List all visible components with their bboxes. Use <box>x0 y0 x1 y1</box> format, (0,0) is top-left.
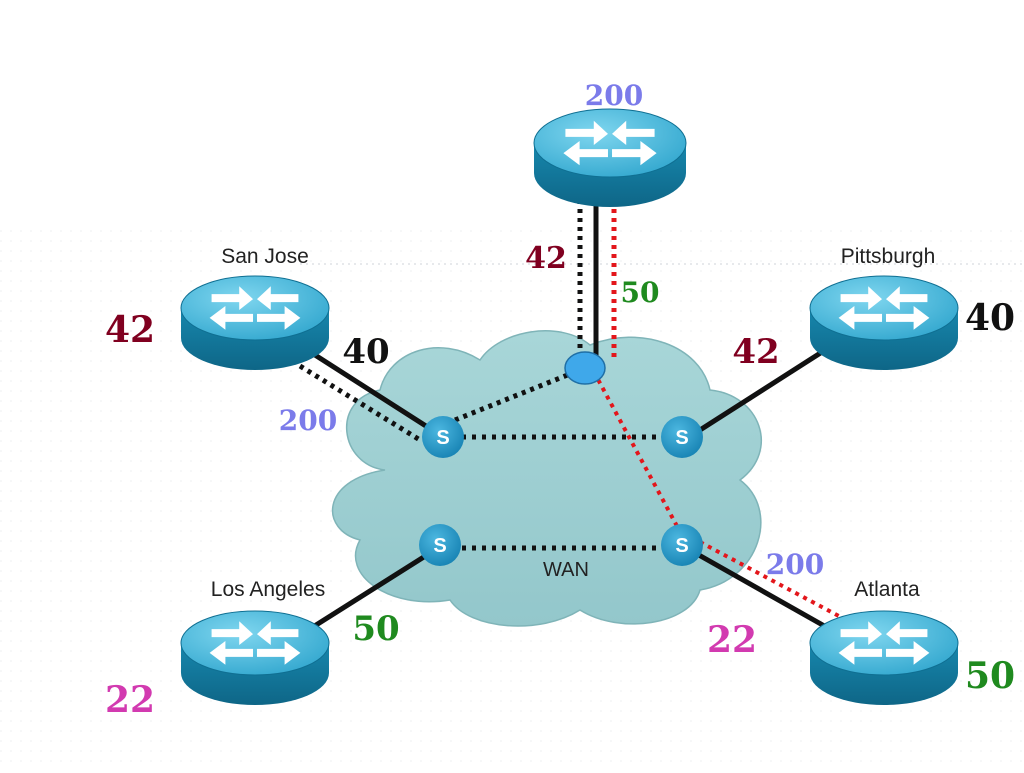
arrow-shape <box>612 140 657 166</box>
arrow-shape <box>256 621 299 645</box>
metric-pittsburgh-right: 40 <box>965 297 1015 339</box>
arrow-shape <box>209 641 254 665</box>
arrow-shape <box>256 641 301 665</box>
router-label-pittsburgh: Pittsburgh <box>841 245 936 268</box>
san-jose-dotted-path <box>298 363 422 443</box>
router-top <box>180 610 330 676</box>
arrow-shape <box>612 120 655 146</box>
router-arrows-icon <box>209 286 301 330</box>
arrow-shape <box>565 120 608 146</box>
arrow-shape <box>256 286 299 310</box>
los-angeles-link <box>303 545 440 635</box>
switch-letter: S <box>433 535 446 557</box>
arrow-shape <box>885 306 930 330</box>
wan-label: WAN <box>543 559 589 581</box>
arrow-shape <box>211 621 254 645</box>
switch-top-right: S <box>661 416 703 458</box>
switch-bottom-right: S <box>661 524 703 566</box>
router-top <box>180 275 330 341</box>
metric-atlanta-dotted: 200 <box>766 548 824 581</box>
switch-letter: S <box>436 427 449 449</box>
arrow-shape <box>563 140 608 166</box>
metric-atlanta-right: 50 <box>965 655 1015 697</box>
arrow-shape <box>211 286 254 310</box>
arrow-shape <box>885 286 928 310</box>
switch-letter: S <box>675 535 688 557</box>
red-path-hub-to-switch <box>592 371 680 529</box>
router-label-san-jose: San Jose <box>221 245 309 268</box>
san-jose-link <box>313 352 442 438</box>
router-top <box>809 610 959 676</box>
metric-san-jose-left: 42 <box>105 309 155 351</box>
metric-hub-link-right: 50 <box>621 276 660 309</box>
router-arrows-icon <box>209 621 301 665</box>
router-label-atlanta: Atlanta <box>854 578 920 601</box>
router-arrows-icon <box>563 120 657 166</box>
router-hub <box>533 108 687 207</box>
router-los-angeles <box>180 610 330 705</box>
metric-hub-top: 200 <box>585 79 643 112</box>
switch-bottom-left: S <box>419 524 461 566</box>
router-atlanta <box>809 610 959 705</box>
red-path-switch-to-atlanta <box>699 540 851 624</box>
router-top <box>533 108 687 178</box>
metric-atlanta-link: 22 <box>707 619 757 661</box>
metric-hub-link-left: 42 <box>525 241 567 276</box>
router-label-los-angeles: Los Angeles <box>211 578 325 601</box>
router-arrows-icon <box>838 621 930 665</box>
router-top <box>809 275 959 341</box>
arrow-shape <box>838 641 883 665</box>
pittsburgh-link <box>698 349 824 433</box>
wan-cloud <box>331 330 762 627</box>
hub-junction <box>564 351 606 385</box>
arrow-shape <box>840 621 883 645</box>
metric-san-jose-dotted: 200 <box>279 404 337 437</box>
router-san-jose <box>180 275 330 370</box>
atlanta-link <box>688 547 837 635</box>
metric-pittsburgh-link: 42 <box>732 332 779 372</box>
metric-los-angeles-link: 50 <box>352 609 399 649</box>
router-pittsburgh <box>809 275 959 370</box>
arrow-shape <box>256 306 301 330</box>
arrow-shape <box>885 641 930 665</box>
metric-san-jose-link: 40 <box>342 332 389 372</box>
switch-top-left: S <box>422 416 464 458</box>
router-arrows-icon <box>838 286 930 330</box>
arrow-shape <box>840 286 883 310</box>
arrow-shape <box>209 306 254 330</box>
metric-los-angeles-bottom: 22 <box>105 679 155 721</box>
arrow-shape <box>885 621 928 645</box>
switch-letter: S <box>675 427 688 449</box>
arrow-shape <box>838 306 883 330</box>
